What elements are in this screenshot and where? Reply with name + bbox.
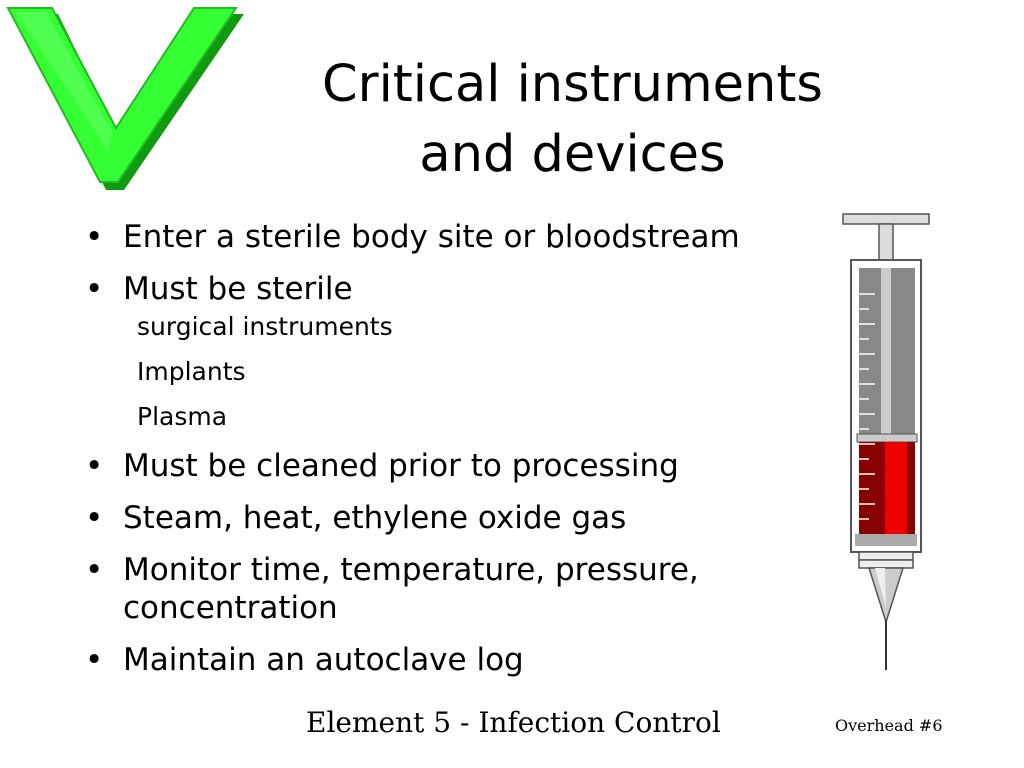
bullet-glyph: • bbox=[85, 271, 104, 307]
bullet-text: Must be sterile bbox=[123, 271, 353, 307]
sub-bullet-item: Plasma bbox=[137, 402, 228, 431]
sub-bullet-item: surgical instruments bbox=[137, 312, 393, 341]
title-line-1: Critical instruments bbox=[322, 55, 823, 114]
syringe-icon bbox=[842, 213, 930, 670]
slide-title: Critical instruments and devices bbox=[200, 50, 945, 190]
slide-number: Overhead #6 bbox=[835, 716, 943, 735]
bullet-text: Monitor time, temperature, pressure, con… bbox=[123, 552, 699, 626]
bullet-item: • Monitor time, temperature, pressure, c… bbox=[85, 551, 845, 627]
bullet-glyph: • bbox=[85, 500, 104, 536]
bullet-text: Must be cleaned prior to processing bbox=[123, 448, 679, 484]
sub-bullet-item: Implants bbox=[137, 357, 246, 386]
bullet-glyph: • bbox=[85, 642, 104, 678]
bullet-text: Enter a sterile body site or bloodstream bbox=[123, 219, 740, 255]
bullet-item: • Steam, heat, ethylene oxide gas bbox=[85, 499, 845, 537]
bullet-text: Maintain an autoclave log bbox=[123, 642, 524, 678]
sub-bullet-group: surgical instruments Implants Plasma bbox=[85, 312, 845, 432]
bullet-text: Steam, heat, ethylene oxide gas bbox=[123, 500, 627, 536]
bullet-item: • Must be cleaned prior to processing bbox=[85, 447, 845, 485]
footer-title: Element 5 - Infection Control bbox=[306, 706, 721, 739]
bullet-item: • Enter a sterile body site or bloodstre… bbox=[85, 218, 845, 256]
sub-bullet-list: surgical instruments Implants Plasma bbox=[85, 312, 845, 432]
bullet-glyph: • bbox=[85, 448, 104, 484]
title-line-2: and devices bbox=[419, 125, 726, 184]
bullet-item: • Must be sterile bbox=[85, 270, 845, 308]
checkmark-icon bbox=[6, 7, 244, 190]
bullet-glyph: • bbox=[85, 552, 104, 588]
bullet-item: • Maintain an autoclave log bbox=[85, 641, 845, 679]
bullet-glyph: • bbox=[85, 219, 104, 255]
bullet-list: • Enter a sterile body site or bloodstre… bbox=[85, 218, 845, 693]
